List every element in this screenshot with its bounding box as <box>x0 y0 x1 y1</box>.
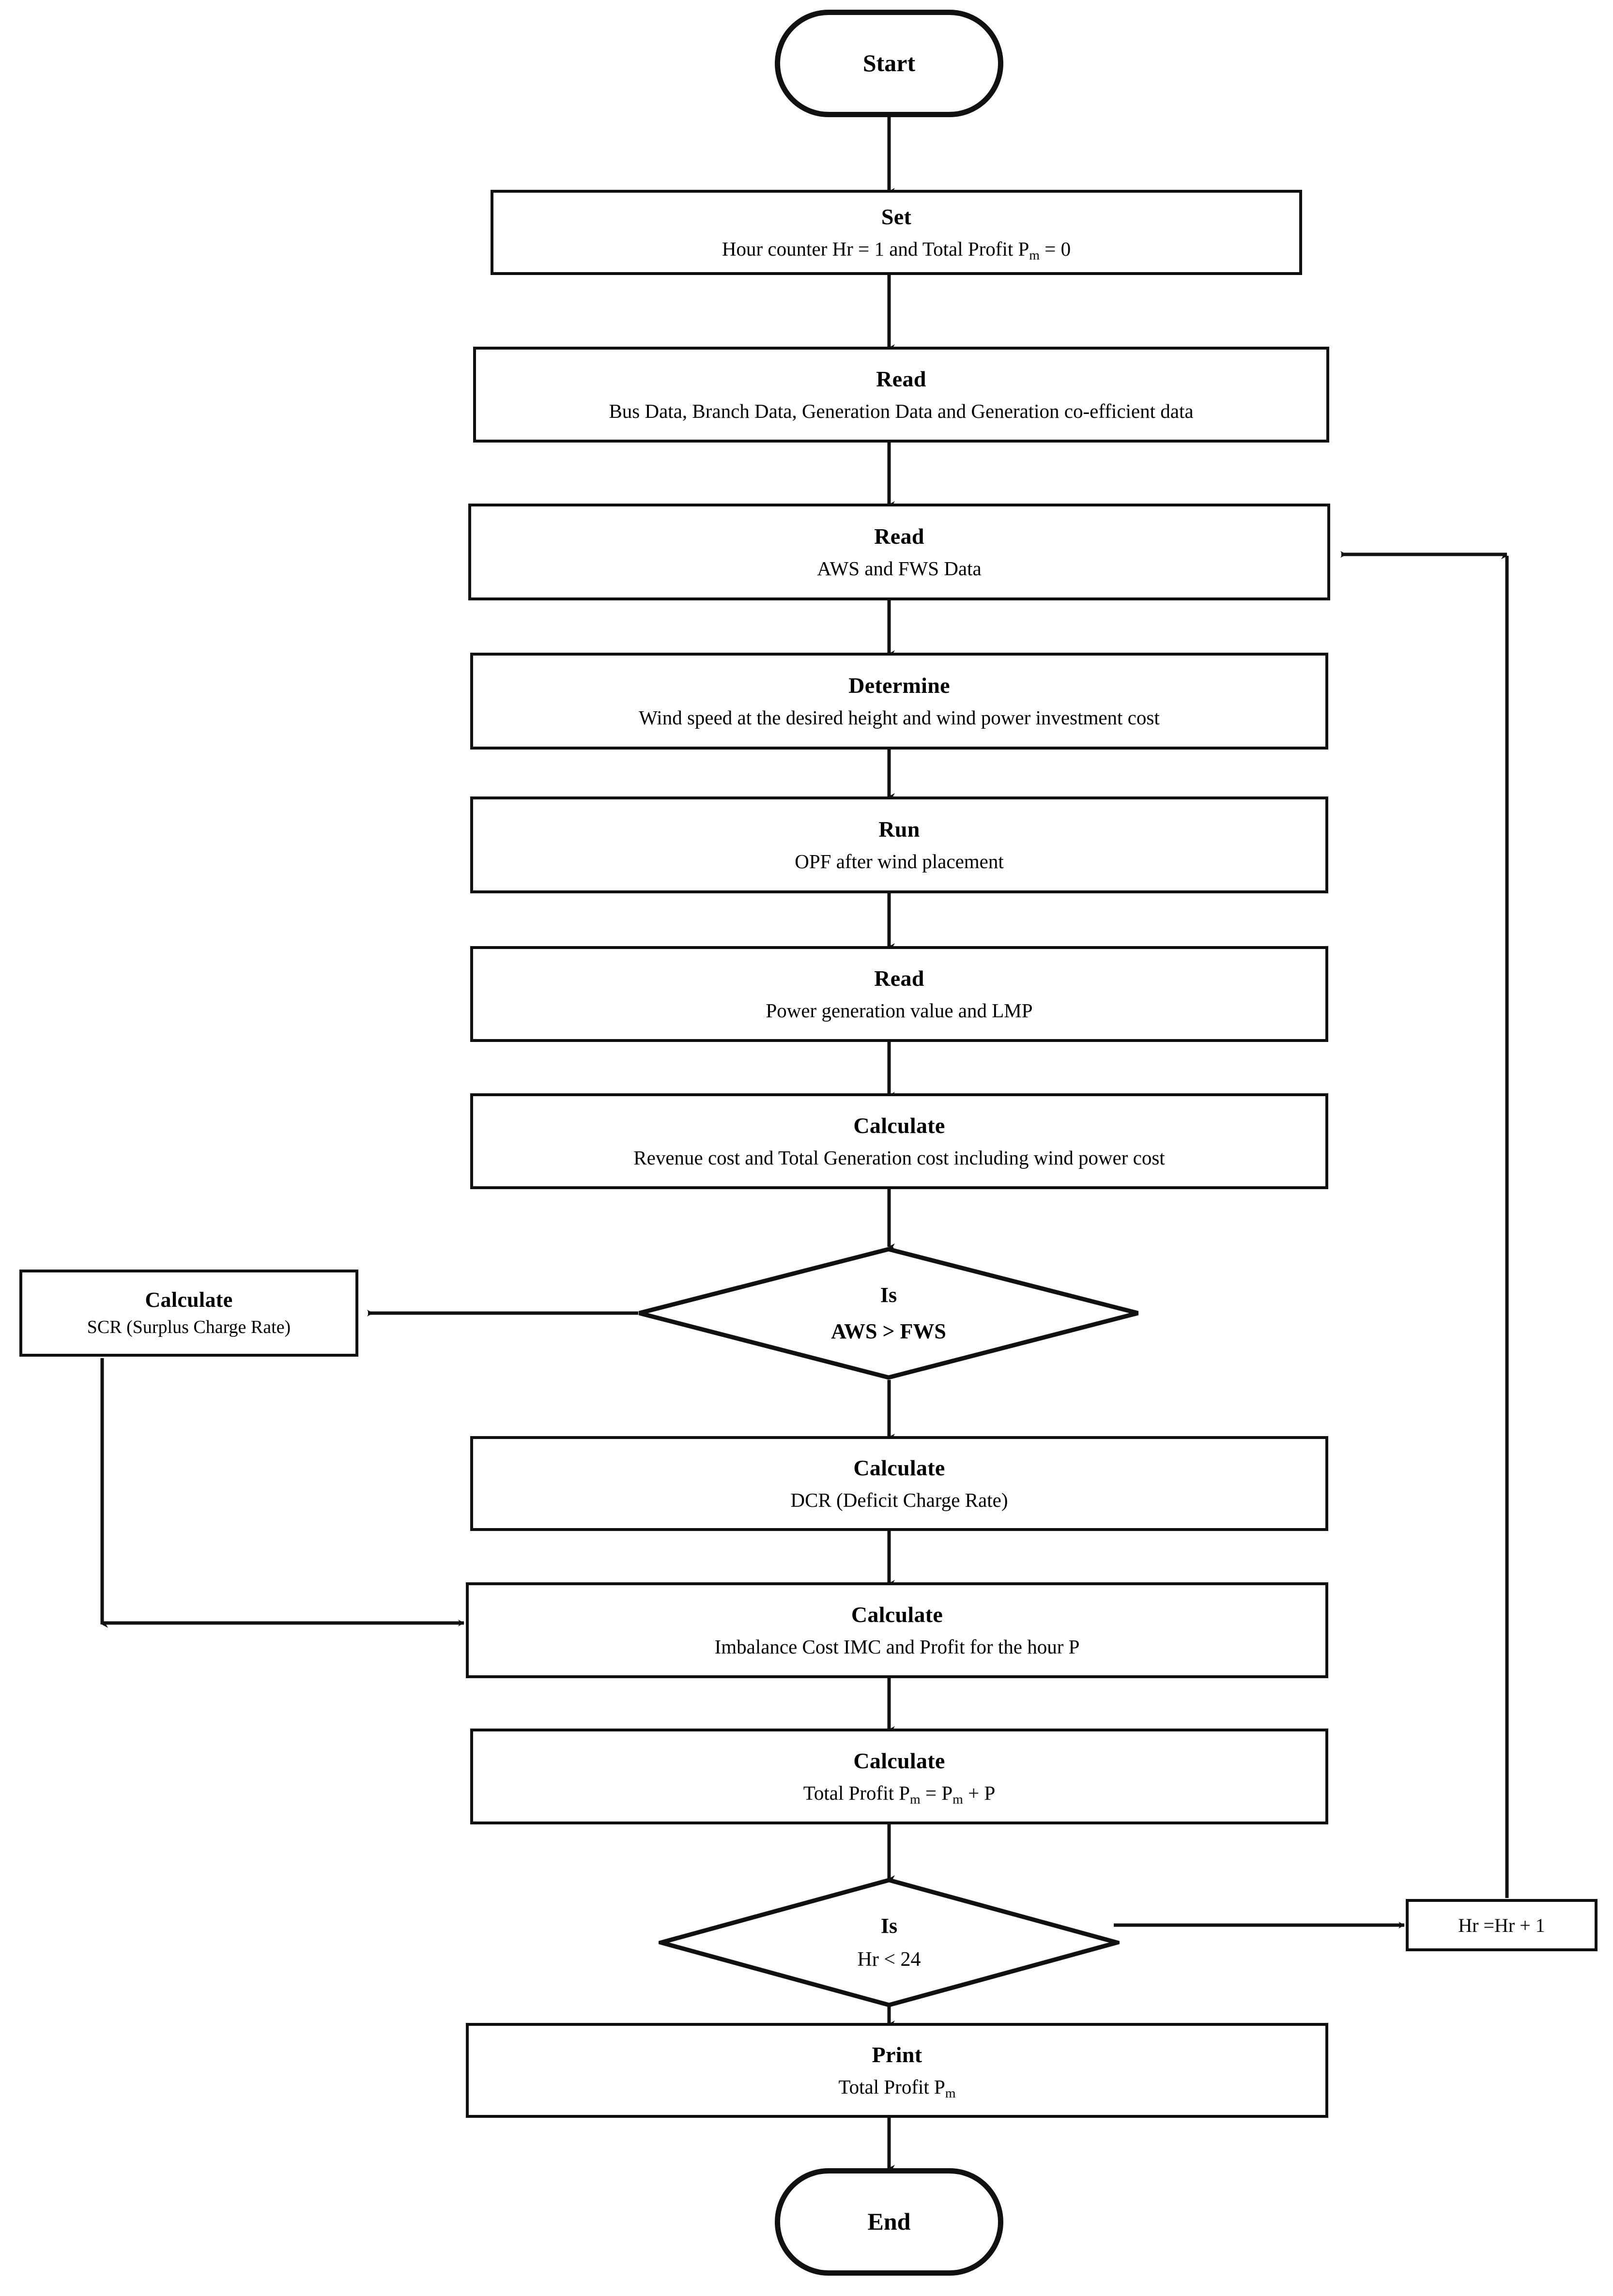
node-end-label: End <box>867 2208 911 2235</box>
node-read-wind-desc: AWS and FWS Data <box>817 557 982 580</box>
node-calculate-dcr-desc: DCR (Deficit Charge Rate) <box>790 1488 1008 1511</box>
node-calculate-imc-title: Calculate <box>851 1602 943 1627</box>
node-set-desc: Hour counter Hr = 1 and Total Profit Pm … <box>722 237 1071 263</box>
node-determine-wind[interactable]: Determine Wind speed at the desired heig… <box>470 653 1328 750</box>
node-read-generation[interactable]: Read Power generation value and LMP <box>470 946 1328 1042</box>
node-calculate-cost-title: Calculate <box>853 1113 945 1138</box>
node-read-system-title: Read <box>876 367 926 392</box>
node-start[interactable]: Start <box>775 10 1003 117</box>
node-set-title: Set <box>881 204 912 230</box>
node-calculate-imc[interactable]: Calculate Imbalance Cost IMC and Profit … <box>466 1582 1328 1678</box>
node-read-system-data[interactable]: Read Bus Data, Branch Data, Generation D… <box>473 347 1329 443</box>
decision-diamond-shape-hour <box>659 1878 1120 2007</box>
node-end[interactable]: End <box>775 2168 1003 2276</box>
node-calculate-scr[interactable]: Calculate SCR (Surplus Charge Rate) <box>19 1270 358 1357</box>
node-increment-hour[interactable]: Hr =Hr + 1 <box>1406 1899 1598 1951</box>
node-run-desc: OPF after wind placement <box>795 850 1004 872</box>
node-calculate-cost[interactable]: Calculate Revenue cost and Total Generat… <box>470 1093 1328 1189</box>
node-decision-aws-line2: AWS > FWS <box>831 1319 946 1343</box>
node-calculate-dcr-title: Calculate <box>853 1455 945 1481</box>
node-read-generation-desc: Power generation value and LMP <box>766 999 1033 1022</box>
node-calculate-imc-desc: Imbalance Cost IMC and Profit for the ho… <box>714 1635 1080 1658</box>
node-read-wind-title: Read <box>874 524 924 549</box>
decision-diamond-shape <box>638 1247 1139 1380</box>
node-run-opf[interactable]: Run OPF after wind placement <box>470 796 1328 893</box>
node-print-title: Print <box>872 2042 922 2067</box>
node-start-label: Start <box>862 49 916 77</box>
node-run-title: Run <box>878 817 920 842</box>
node-calculate-cost-desc: Revenue cost and Total Generation cost i… <box>633 1146 1165 1169</box>
node-increment-hour-label: Hr =Hr + 1 <box>1458 1914 1545 1936</box>
node-determine-desc: Wind speed at the desired height and win… <box>639 706 1160 729</box>
node-decision-hour-line1: Is <box>880 1913 898 1938</box>
node-read-system-desc: Bus Data, Branch Data, Generation Data a… <box>609 399 1194 422</box>
node-read-generation-title: Read <box>874 966 924 991</box>
node-decision-hour-line2: Hr < 24 <box>857 1948 921 1971</box>
node-print-desc: Total Profit Pm <box>838 2075 956 2101</box>
node-set-counters[interactable]: Set Hour counter Hr = 1 and Total Profit… <box>491 190 1302 275</box>
node-total-profit-title: Calculate <box>853 1748 945 1774</box>
node-determine-title: Determine <box>848 673 950 698</box>
node-decision-aws-line1: Is <box>880 1283 897 1307</box>
node-decision-hour[interactable]: Is Hr < 24 <box>659 1878 1120 2007</box>
node-calculate-scr-desc: SCR (Surplus Charge Rate) <box>87 1317 291 1338</box>
node-print-result[interactable]: Print Total Profit Pm <box>466 2023 1328 2118</box>
node-calculate-total-profit[interactable]: Calculate Total Profit Pm = Pm + P <box>470 1729 1328 1824</box>
node-read-wind-data[interactable]: Read AWS and FWS Data <box>468 504 1330 600</box>
node-decision-aws-fws[interactable]: Is AWS > FWS <box>637 1247 1140 1380</box>
node-calculate-scr-title: Calculate <box>145 1288 233 1312</box>
node-calculate-dcr[interactable]: Calculate DCR (Deficit Charge Rate) <box>470 1436 1328 1531</box>
node-total-profit-desc: Total Profit Pm = Pm + P <box>803 1781 996 1807</box>
